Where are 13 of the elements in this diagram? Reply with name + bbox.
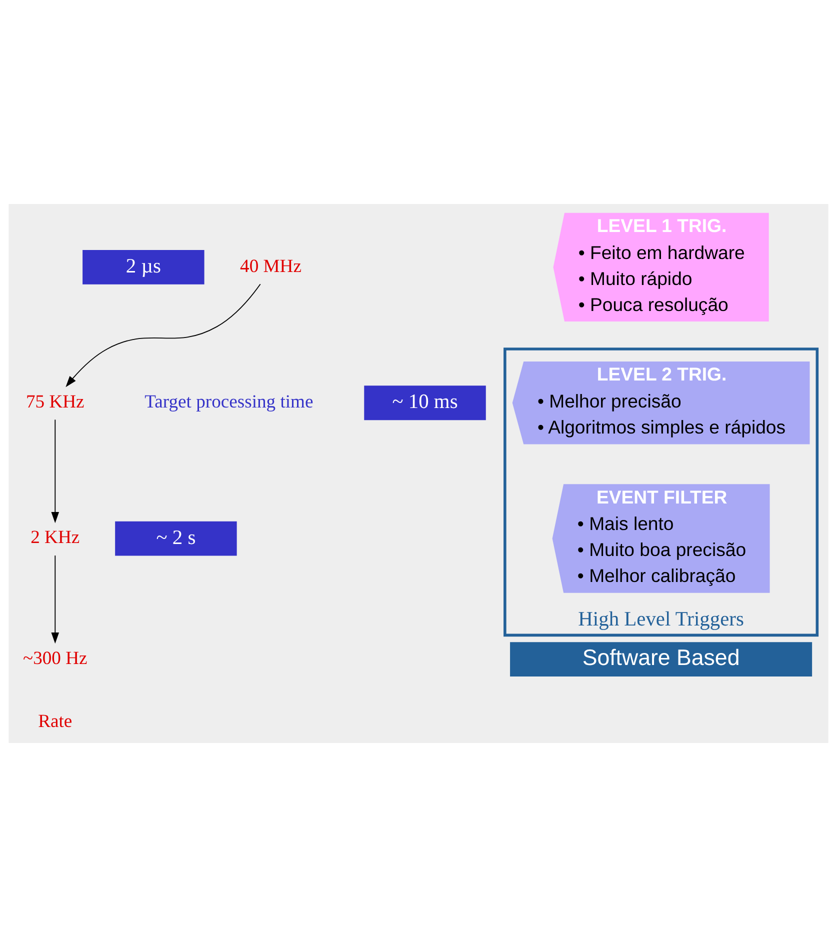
node-text: 2 KHz [30, 527, 80, 548]
arrow [51, 555, 60, 644]
node-text: 40 MHz [240, 256, 302, 277]
node-box: ~ 2 s [115, 521, 237, 556]
node-text: ~300 Hz [23, 648, 88, 670]
arrow [66, 284, 261, 388]
arrow [51, 419, 60, 524]
node-box: Software Based [510, 642, 812, 677]
node-text: 75 KHz [26, 392, 84, 413]
label: Target processing time [144, 392, 314, 413]
label: Rate [38, 711, 72, 732]
node-box: 2 µs [82, 250, 204, 284]
node-box: ~ 10 ms [364, 386, 486, 420]
